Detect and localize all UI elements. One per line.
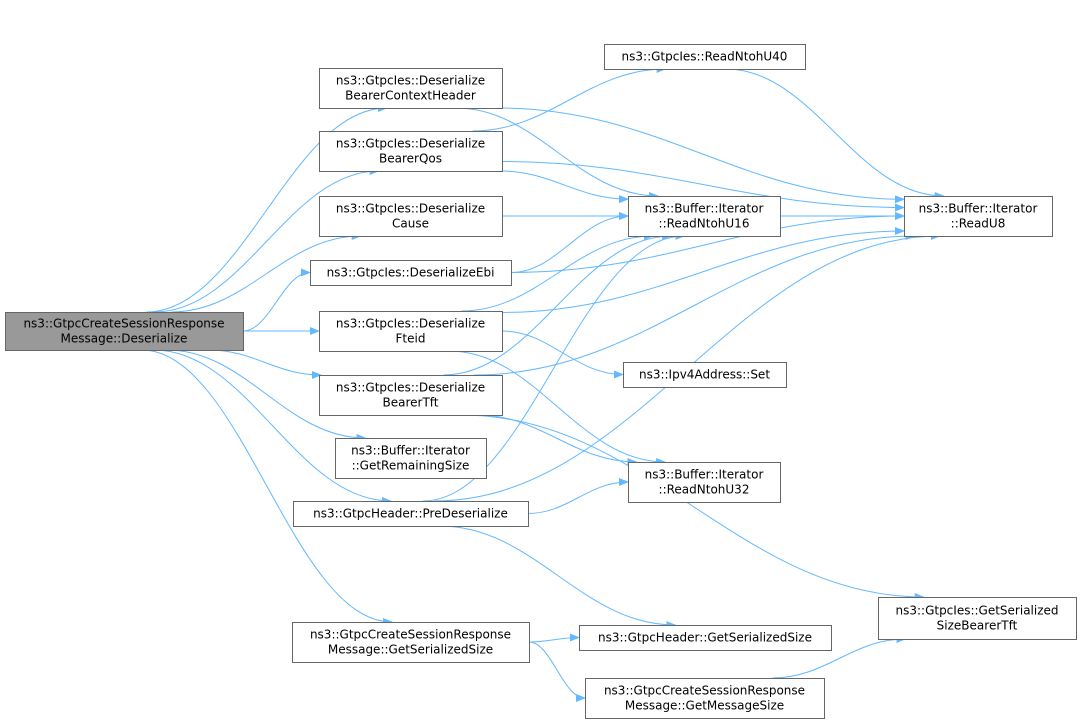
node-ebi-label-0: ns3::GtpcIes::DeserializeEbi xyxy=(327,266,495,280)
node-pre-box[interactable] xyxy=(293,501,529,527)
node-gms-label-0: ns3::GtpcCreateSessionResponse xyxy=(604,684,805,698)
edge-bch-to-u8 xyxy=(499,107,905,204)
edge-root-to-bqos xyxy=(154,167,380,313)
edge-btft-to-u32 xyxy=(477,414,638,466)
edge-btft-to-u16 xyxy=(443,232,673,376)
node-btft-box[interactable] xyxy=(319,375,503,416)
node-u16-box[interactable] xyxy=(628,196,781,237)
node-ebi[interactable]: ns3::GtpcIes::DeserializeEbi xyxy=(310,260,512,286)
node-ipv4[interactable]: ns3::Ipv4Address::Set xyxy=(623,362,787,388)
node-bqos-label-1: BearerQos xyxy=(379,152,442,166)
edge-gss-to-hgss xyxy=(528,633,580,643)
node-hgss-label-0: ns3::GtpcHeader::GetSerializedSize xyxy=(598,631,812,645)
node-u32-label-1: ::ReadNtohU32 xyxy=(659,483,750,497)
edge-pre-to-u16 xyxy=(422,232,686,502)
node-btft-label-1: BearerTft xyxy=(382,396,438,410)
node-u32-label-0: ns3::Buffer::Iterator xyxy=(645,468,764,482)
node-u32-box[interactable] xyxy=(628,462,781,503)
edge-root-to-cause xyxy=(171,232,362,313)
node-bqos-label-0: ns3::GtpcIes::Deserialize xyxy=(336,137,485,151)
node-pre-label-0: ns3::GtpcHeader::PreDeserialize xyxy=(313,507,508,521)
node-grs-label-0: ns3::Buffer::Iterator xyxy=(351,444,470,458)
edge-root-to-ebi xyxy=(242,268,311,332)
node-cause-label-1: Cause xyxy=(392,217,429,231)
node-grs-box[interactable] xyxy=(335,438,487,479)
node-u8-box[interactable] xyxy=(904,196,1053,237)
edge-gms-to-sbt xyxy=(772,635,907,679)
node-u8-label-0: ns3::Buffer::Iterator xyxy=(919,202,1038,216)
edges xyxy=(141,65,945,702)
edge-btft-to-u8 xyxy=(473,232,916,376)
node-pre[interactable]: ns3::GtpcHeader::PreDeserialize xyxy=(293,501,529,527)
node-root[interactable]: ns3::GtpcCreateSessionResponseMessage::D… xyxy=(5,312,244,351)
node-u16-label-0: ns3::Buffer::Iterator xyxy=(645,202,764,216)
edge-root-to-grs xyxy=(166,349,367,442)
node-u40[interactable]: ns3::GtpcIes::ReadNtohU40 xyxy=(604,44,806,70)
nodes: ns3::GtpcCreateSessionResponseMessage::D… xyxy=(5,44,1077,719)
node-gms[interactable]: ns3::GtpcCreateSessionResponseMessage::G… xyxy=(585,678,825,719)
node-u32[interactable]: ns3::Buffer::Iterator::ReadNtohU32 xyxy=(628,462,781,503)
edge-root-to-pre xyxy=(153,349,392,505)
node-root-label-1: Message::Deserialize xyxy=(61,332,188,346)
edge-u40-to-u8 xyxy=(725,68,945,200)
node-bch-box[interactable] xyxy=(319,68,503,109)
edge-ebi-to-u8 xyxy=(510,212,905,273)
node-sbt-label-1: SizeBearerTft xyxy=(937,619,1018,633)
node-bch[interactable]: ns3::GtpcIes::DeserializeBearerContextHe… xyxy=(319,68,503,109)
edge-root-to-btft xyxy=(209,349,322,379)
edge-btft-to-sbt xyxy=(461,414,925,601)
node-u8[interactable]: ns3::Buffer::Iterator::ReadU8 xyxy=(904,196,1053,237)
node-fteid-label-1: Fteid xyxy=(396,332,426,346)
node-u16-label-1: ::ReadNtohU16 xyxy=(659,217,750,231)
node-gss-label-1: Message::GetSerializedSize xyxy=(328,643,493,657)
edge-pre-to-u32 xyxy=(527,478,629,514)
node-u8-label-1: ::ReadU8 xyxy=(951,217,1006,231)
node-bqos-box[interactable] xyxy=(319,131,503,172)
node-grs[interactable]: ns3::Buffer::Iterator::GetRemainingSize xyxy=(335,438,487,479)
node-gss-label-0: ns3::GtpcCreateSessionResponse xyxy=(310,628,511,642)
edge-gss-to-gms xyxy=(528,641,586,702)
node-cause-label-0: ns3::GtpcIes::Deserialize xyxy=(336,202,485,216)
node-u40-box[interactable] xyxy=(604,44,806,70)
node-btft-label-0: ns3::GtpcIes::Deserialize xyxy=(336,381,485,395)
node-sbt-label-0: ns3::GtpcIes::GetSerialized xyxy=(895,604,1058,618)
edge-ebi-to-u16 xyxy=(510,212,629,273)
node-hgss-box[interactable] xyxy=(579,625,832,651)
edge-bqos-to-u8 xyxy=(501,160,905,212)
node-root-box[interactable] xyxy=(5,312,244,351)
edge-fteid-to-u16 xyxy=(461,232,654,312)
node-bch-label-0: ns3::GtpcIes::Deserialize xyxy=(336,74,485,88)
node-fteid-box[interactable] xyxy=(319,311,503,352)
node-hgss[interactable]: ns3::GtpcHeader::GetSerializedSize xyxy=(579,625,832,651)
edge-fteid-to-u32 xyxy=(449,350,667,466)
node-gss[interactable]: ns3::GtpcCreateSessionResponseMessage::G… xyxy=(292,622,530,663)
node-gss-box[interactable] xyxy=(292,622,530,663)
edge-root-to-bch xyxy=(146,104,388,313)
edge-bqos-to-u16 xyxy=(500,170,629,204)
node-root-label-0: ns3::GtpcCreateSessionResponse xyxy=(23,317,224,331)
edge-fteid-to-u8 xyxy=(501,227,905,313)
node-ipv4-label-0: ns3::Ipv4Address::Set xyxy=(639,368,770,382)
edge-root-to-gss xyxy=(141,349,394,626)
edge-bqos-to-u40 xyxy=(472,65,667,132)
edge-bch-to-u16 xyxy=(456,107,660,200)
node-ebi-box[interactable] xyxy=(310,260,512,286)
node-u40-label-0: ns3::GtpcIes::ReadNtohU40 xyxy=(622,50,788,64)
node-gms-label-1: Message::GetMessageSize xyxy=(625,699,784,713)
node-u16[interactable]: ns3::Buffer::Iterator::ReadNtohU16 xyxy=(628,196,781,237)
node-gms-box[interactable] xyxy=(585,678,825,719)
node-bch-label-1: BearerContextHeader xyxy=(345,89,476,103)
node-sbt-box[interactable] xyxy=(878,597,1077,640)
node-ipv4-box[interactable] xyxy=(623,362,787,388)
node-grs-label-1: ::GetRemainingSize xyxy=(352,459,470,473)
edge-pre-to-hgss xyxy=(440,525,677,629)
node-cause-box[interactable] xyxy=(319,196,503,237)
node-fteid-label-0: ns3::GtpcIes::Deserialize xyxy=(336,317,485,331)
